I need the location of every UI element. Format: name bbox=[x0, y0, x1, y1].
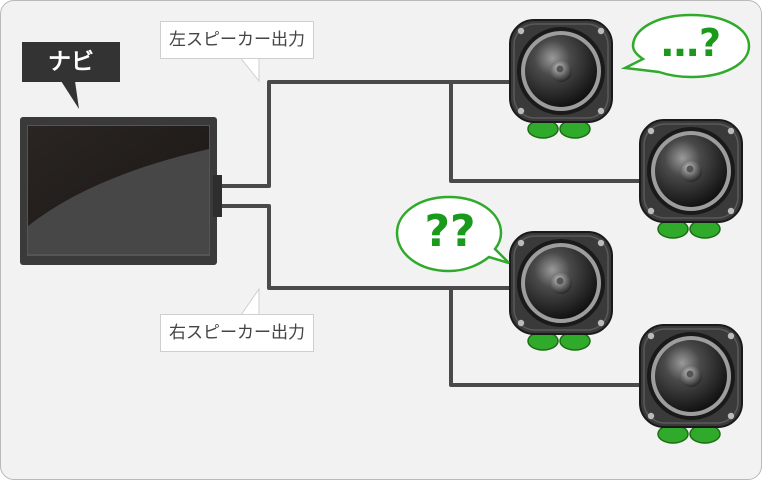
right-speaker-output-label: 右スピーカー出力 bbox=[160, 314, 314, 352]
speaker-bubble-text-1: …? bbox=[660, 21, 722, 65]
right-output-pointer bbox=[240, 287, 260, 316]
speaker-icon bbox=[509, 19, 613, 139]
speech-bubble-icon bbox=[620, 13, 751, 79]
navi-screen-icon bbox=[20, 117, 222, 265]
speaker-wires bbox=[217, 80, 691, 387]
left-output-pointer bbox=[237, 55, 260, 83]
left-speaker-output-label: 左スピーカー出力 bbox=[160, 21, 314, 59]
navi-tag-pointer bbox=[61, 81, 79, 109]
navi-label: ナビ bbox=[22, 42, 120, 82]
speaker-bubble-text-2: ?? bbox=[424, 206, 476, 257]
speaker-icon bbox=[509, 231, 613, 351]
speech-bubble-icon bbox=[395, 195, 510, 273]
speaker-icon bbox=[639, 324, 743, 444]
speaker-icon bbox=[639, 119, 743, 239]
